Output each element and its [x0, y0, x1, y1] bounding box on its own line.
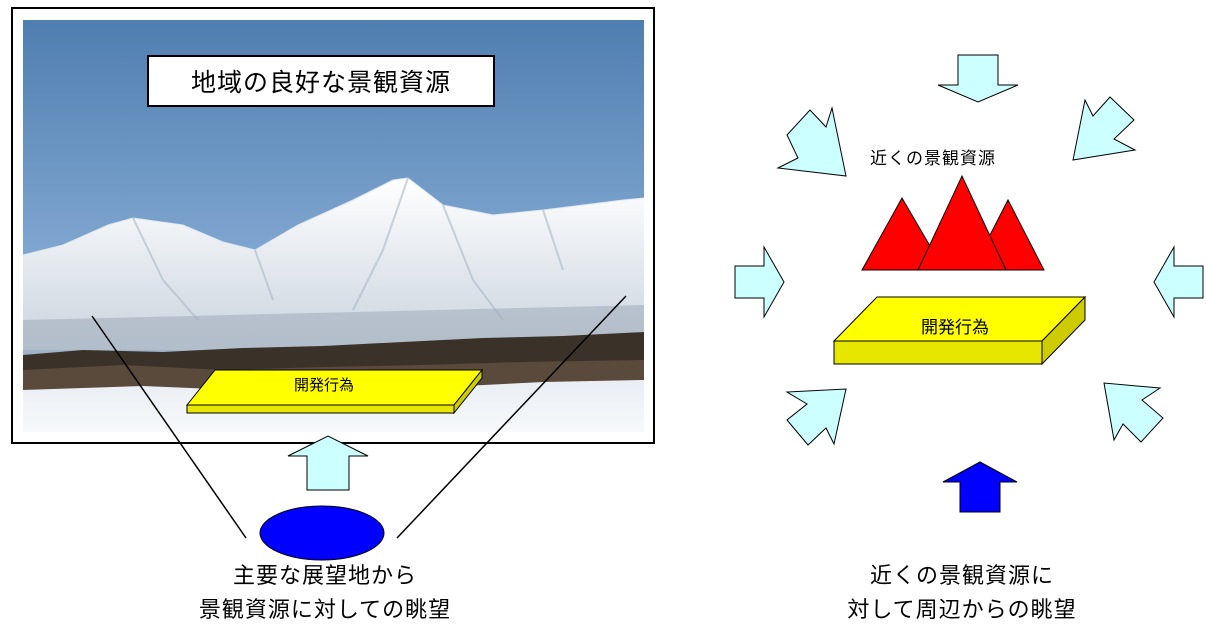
right-caption-line2: 対して周辺からの眺望 [847, 598, 1077, 623]
arrow-up-right-icon [785, 388, 847, 446]
arrow-down-icon [937, 54, 1019, 103]
sight-line-left [91, 315, 247, 539]
right-caption: 近くの景観資源に 対して周辺からの眺望 [782, 560, 1142, 628]
left-slab-label: 開発行為 [294, 376, 355, 394]
scenic-resource-title: 地域の良好な景観資源 [147, 55, 495, 107]
right-development-slab [832, 295, 1087, 366]
left-caption: 主要な展望地から 景観資源に対しての眺望 [130, 560, 520, 628]
left-caption-line1: 主要な展望地から [232, 564, 417, 589]
arrow-down-right-icon [776, 106, 847, 177]
sight-line-right [396, 295, 627, 539]
left-development-slab [185, 368, 484, 415]
arrow-down-left-icon [1072, 96, 1137, 161]
left-caption-line2: 景観資源に対しての眺望 [198, 598, 452, 623]
right-caption-line1: 近くの景観資源に [869, 564, 1054, 589]
arrow-up-icon [287, 435, 369, 491]
arrow-right-icon [734, 245, 785, 319]
right-slab-label: 開発行為 [921, 318, 989, 338]
surrounding-arrows [734, 54, 1204, 513]
arrow-up-dark-icon [942, 461, 1018, 513]
viewpoint-ellipse [259, 505, 385, 561]
arrow-left-icon [1153, 245, 1204, 319]
near-resource-label: 近くの景観資源 [870, 149, 996, 169]
arrow-up-left-icon [1103, 382, 1164, 443]
red-mountains [861, 174, 1045, 271]
